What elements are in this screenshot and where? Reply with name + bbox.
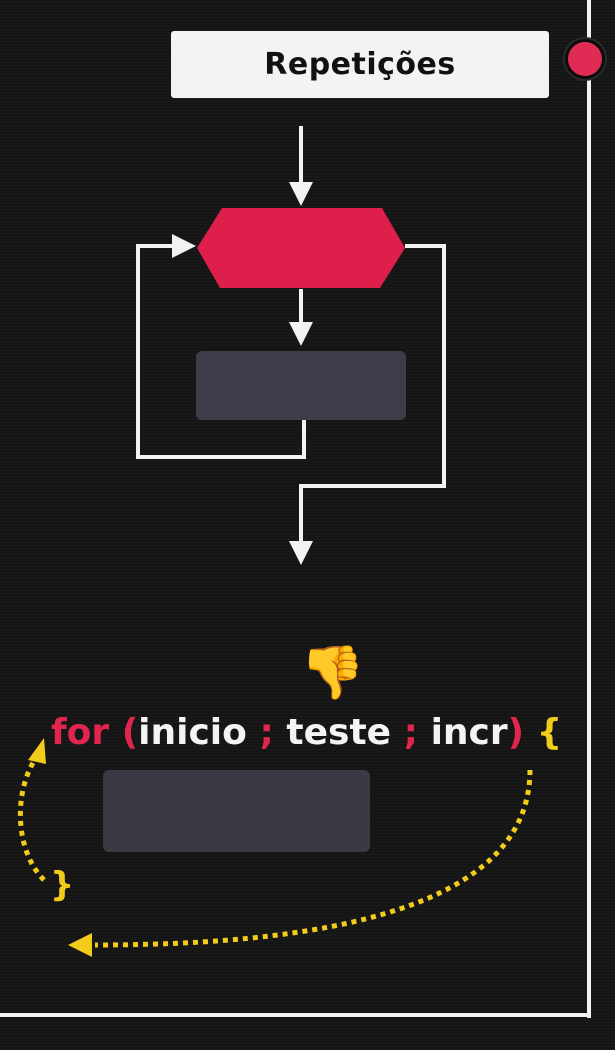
slide-title-text: Repetições bbox=[264, 47, 456, 82]
loop-return-arrowhead bbox=[68, 933, 92, 957]
loop-return-dotted-arrow bbox=[94, 769, 533, 948]
record-indicator-icon bbox=[565, 39, 605, 79]
frame-border-right bbox=[587, 0, 591, 1018]
close-brace: } bbox=[50, 865, 75, 905]
open-brace: { bbox=[536, 712, 563, 753]
loop-back-arrow bbox=[136, 234, 306, 459]
test-expression: teste bbox=[286, 712, 392, 753]
entry-arrow bbox=[289, 126, 313, 206]
for-statement: for (inicio ; teste ; incr) { bbox=[51, 706, 562, 760]
brace-to-for-arrowhead bbox=[28, 738, 46, 764]
separator-1: ; bbox=[259, 712, 274, 753]
slide-title: Repetições bbox=[171, 31, 549, 98]
decision-hexagon bbox=[197, 208, 405, 288]
process-box bbox=[196, 351, 406, 420]
init-expression: inicio bbox=[138, 712, 247, 753]
loop-body-block bbox=[103, 770, 370, 852]
decision-to-process-arrow bbox=[289, 289, 313, 346]
thumbs-down-icon: 👎 bbox=[300, 643, 365, 703]
increment-expression: incr bbox=[430, 712, 508, 753]
separator-2: ; bbox=[403, 712, 419, 753]
frame-border-bottom bbox=[0, 1013, 591, 1017]
for-keyword: for bbox=[51, 712, 110, 753]
close-paren: ) bbox=[507, 712, 525, 753]
open-paren: ( bbox=[121, 712, 139, 753]
brace-to-for-dotted-arrow bbox=[18, 756, 46, 882]
exit-arrow bbox=[289, 244, 446, 565]
